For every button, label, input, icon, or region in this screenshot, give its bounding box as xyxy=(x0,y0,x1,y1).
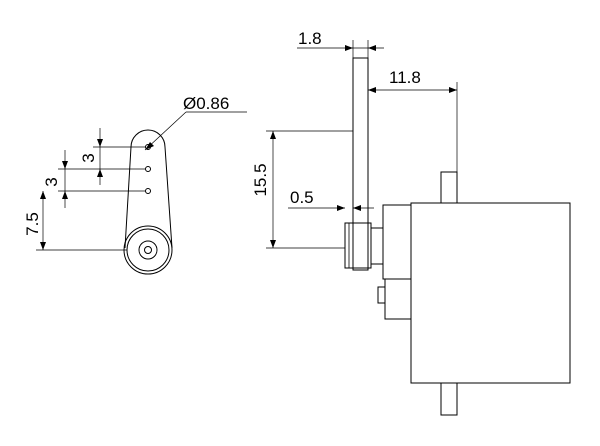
gear-housing xyxy=(382,204,412,280)
dim-horn-height-label: 15.5 xyxy=(251,163,270,196)
gear-housing-lower xyxy=(384,278,412,320)
horn-front-view xyxy=(123,129,173,275)
dim-hole-spacing-lower: 3 xyxy=(42,150,68,208)
horn-arm-side xyxy=(352,57,369,271)
hole-diameter-callout: Ø0.86 xyxy=(144,94,247,151)
dim-arm-thickness: 1.8 xyxy=(297,29,384,58)
dim-hole-spacing-upper-label: 3 xyxy=(79,153,98,162)
dim-horn-to-body: 11.8 xyxy=(368,68,458,172)
dim-hole-spacing-lower-label: 3 xyxy=(42,177,61,186)
horn-hole-2 xyxy=(145,166,151,172)
mounting-ear-top xyxy=(440,171,458,204)
horn-extension-lines xyxy=(36,146,145,251)
dim-horn-hub-offset: 7.5 xyxy=(23,191,46,250)
horn-hub-inner xyxy=(138,240,158,260)
dim-arm-thickness-label: 1.8 xyxy=(298,29,322,48)
dim-horn-gap: 0.5 xyxy=(288,188,374,211)
dim-horn-hub-offset-label: 7.5 xyxy=(23,212,42,236)
dim-horn-to-body-label: 11.8 xyxy=(389,68,421,87)
horn-arm-outline xyxy=(124,129,173,249)
dim-horn-height: 15.5 xyxy=(251,130,353,249)
horn-hole-3 xyxy=(145,188,151,194)
servo-side-view xyxy=(344,57,571,416)
horn-hub-outer xyxy=(123,225,173,275)
mounting-ear-bottom xyxy=(440,382,458,416)
servo-body xyxy=(410,202,571,384)
hole-diameter-label: Ø0.86 xyxy=(183,94,229,113)
output-shaft xyxy=(370,227,384,265)
side-tab xyxy=(377,286,386,304)
horn-hub-core xyxy=(144,246,152,254)
dim-horn-gap-label: 0.5 xyxy=(290,188,314,207)
horn-hub-ring xyxy=(126,228,170,272)
dim-hole-spacing-upper: 3 xyxy=(79,128,103,185)
